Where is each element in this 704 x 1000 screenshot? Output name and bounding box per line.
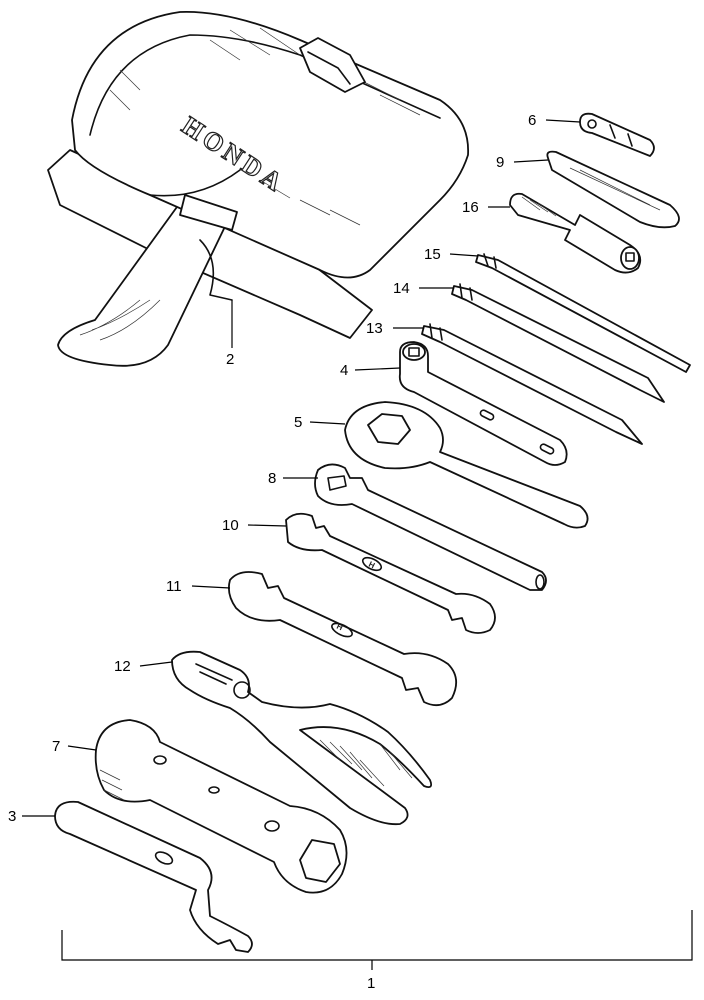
screwdriver-15 <box>475 253 691 373</box>
callout-16: 16 <box>462 199 479 216</box>
callout-13: 13 <box>366 320 383 337</box>
callout-10: 10 <box>222 517 239 534</box>
l-socket-wrench <box>398 341 568 466</box>
callout-5: 5 <box>294 414 302 431</box>
screwdriver-13 <box>421 323 643 445</box>
callout-2: 2 <box>226 351 234 368</box>
slip-joint-pliers <box>171 650 433 826</box>
callout-3: 3 <box>8 808 16 825</box>
callout-15: 15 <box>424 246 441 263</box>
ring-wrench <box>344 401 589 529</box>
callout-8: 8 <box>268 470 276 487</box>
wrench-11-stamp: H <box>335 622 344 633</box>
handle-bar <box>546 150 680 229</box>
set-bracket <box>61 910 693 961</box>
open-wrench-10: H <box>285 512 496 634</box>
screwdriver-14 <box>451 283 665 403</box>
cap-wrench <box>579 112 655 157</box>
leader-lines <box>22 119 581 817</box>
callout-6: 6 <box>528 112 536 129</box>
tool-bag: HONDA <box>47 10 469 367</box>
callout-11: 11 <box>166 578 182 595</box>
open-wrench-11: H <box>227 571 458 707</box>
wrench-10-stamp: H <box>367 560 376 571</box>
callout-1: 1 <box>367 975 375 992</box>
callout-4: 4 <box>340 362 348 379</box>
pin-spanner <box>54 800 253 953</box>
socket-driver <box>509 192 642 274</box>
callout-7: 7 <box>52 738 60 755</box>
callout-12: 12 <box>114 658 131 675</box>
box-wrench <box>94 719 348 894</box>
open-wrench-8 <box>314 463 547 591</box>
callout-14: 14 <box>393 280 410 297</box>
callout-9: 9 <box>496 154 504 171</box>
